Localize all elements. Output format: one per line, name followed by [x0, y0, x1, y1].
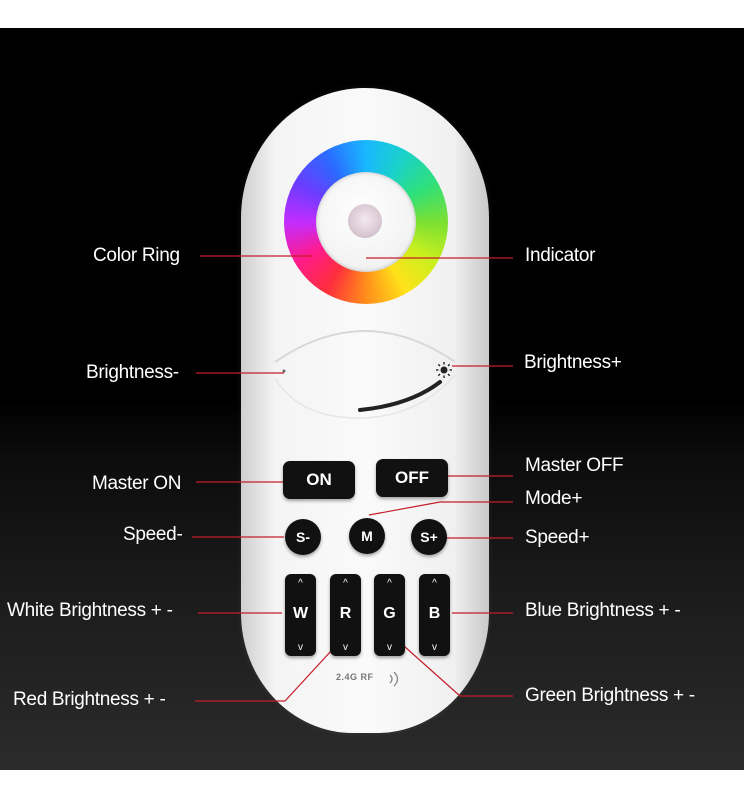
brightness-slider-top-edge [274, 330, 456, 363]
chevron-up-icon[interactable]: ^ [432, 578, 437, 589]
chevron-down-icon[interactable]: v [343, 642, 348, 653]
rf-wave-icon [389, 671, 399, 687]
blue-key-label: B [428, 605, 441, 622]
indicator-label: Indicator [525, 245, 596, 266]
chevron-up-icon[interactable]: ^ [343, 578, 348, 589]
speed-minus-label: Speed- [123, 524, 183, 545]
chevron-down-icon[interactable]: v [432, 642, 437, 653]
brightness-minus-label: Brightness- [86, 362, 179, 383]
red-brightness-key[interactable]: ^ R v [330, 574, 361, 656]
mode-button[interactable]: M [349, 518, 385, 554]
red-brightness-label: Red Brightness + - [13, 689, 166, 710]
white-brightness-key[interactable]: ^ W v [285, 574, 316, 656]
brightness-plus-label: Brightness+ [524, 352, 622, 373]
white-key-label: W [292, 605, 309, 622]
chevron-up-icon[interactable]: ^ [298, 578, 303, 589]
speed-plus-button[interactable]: S+ [411, 519, 447, 555]
speed-plus-label: Speed+ [525, 527, 590, 548]
green-key-label: G [383, 605, 396, 622]
master-off-label: Master OFF [525, 455, 624, 476]
indicator-light [348, 204, 382, 238]
brightness-slider-bar [358, 380, 442, 412]
brightness-minus-dot [282, 369, 286, 373]
chevron-up-icon[interactable]: ^ [387, 578, 392, 589]
chevron-down-icon[interactable]: v [387, 642, 392, 653]
rf-marking: 2.4G RF [336, 672, 374, 682]
green-brightness-label: Green Brightness + - [525, 685, 695, 706]
chevron-down-icon[interactable]: v [298, 642, 303, 653]
color-ring-label: Color Ring [93, 245, 180, 266]
master-off-button[interactable]: OFF [376, 459, 448, 497]
speed-minus-button[interactable]: S- [285, 519, 321, 555]
master-on-button[interactable]: ON [283, 461, 355, 499]
white-brightness-label: White Brightness + - [7, 600, 173, 621]
green-brightness-key[interactable]: ^ G v [374, 574, 405, 656]
blue-brightness-label: Blue Brightness + - [525, 600, 681, 621]
red-key-label: R [339, 605, 352, 622]
callout-lines [192, 255, 513, 702]
master-on-label: Master ON [92, 473, 182, 494]
mode-plus-label: Mode+ [525, 488, 583, 509]
brightness-slider-groove [274, 374, 456, 419]
sun-icon [436, 362, 452, 378]
blue-brightness-key[interactable]: ^ B v [419, 574, 450, 656]
